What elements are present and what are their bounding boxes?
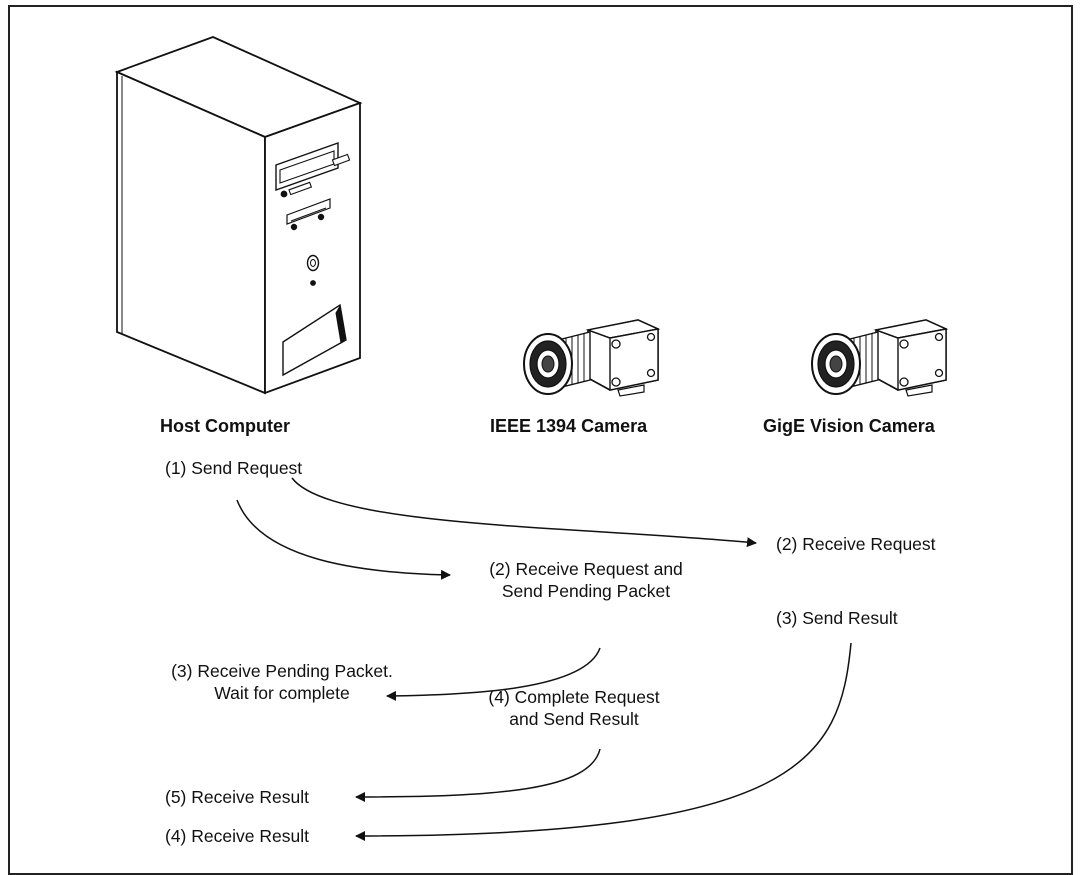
step-gige-send-result: (3) Send Result [776,608,898,628]
step-host-receive-pending-line2: Wait for complete [214,683,350,703]
step-host-receive-pending-line1: (3) Receive Pending Packet. [171,661,393,681]
step-host-send-request: (1) Send Request [165,458,303,478]
step-host-receive-pending: (3) Receive Pending Packet. Wait for com… [163,660,401,704]
gige-vision-camera-label: GigE Vision Camera [763,416,935,436]
step-ieee-complete-line2: and Send Result [509,709,639,729]
host-computer-label: Host Computer [160,416,290,436]
desktop-tower-icon [114,36,363,395]
arrow-ieee-pending-to-host [386,647,601,701]
gige-vision-camera-icon [811,319,947,397]
ieee-1394-camera-icon [523,319,659,397]
step-ieee-complete-line1: (4) Complete Request [488,687,660,707]
step-ieee-receive-request-line1: (2) Receive Request and [489,559,683,579]
arrow-gige-result-to-host [355,642,852,841]
step-ieee-receive-request: (2) Receive Request and Send Pending Pac… [466,558,706,602]
step-gige-receive-request: (2) Receive Request [776,534,936,554]
arrow-ieee-result-to-host [355,748,601,802]
arrow-host-to-ieee-request [236,499,451,580]
arrow-host-to-gige-request [291,477,757,548]
step-ieee-complete-request: (4) Complete Request and Send Result [468,686,680,730]
step-host-receive-result-5: (5) Receive Result [165,787,309,807]
ieee-1394-camera-label: IEEE 1394 Camera [490,416,648,436]
step-host-receive-result-4: (4) Receive Result [165,826,309,846]
step-ieee-receive-request-line2: Send Pending Packet [501,581,671,601]
